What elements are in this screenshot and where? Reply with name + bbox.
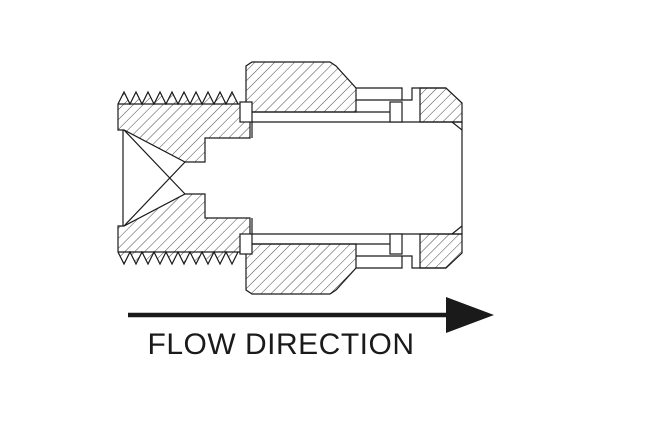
flow-direction-label: FLOW DIRECTION [148, 328, 415, 361]
threaded-end-and-hex-bottom-section [117, 193, 357, 295]
end-cap-section [419, 87, 463, 269]
socket-section [356, 87, 446, 269]
valve-seat-cone [122, 129, 186, 227]
inner-sleeve [239, 101, 462, 255]
thread-root-lines [118, 103, 238, 253]
flow-arrow-head [446, 297, 494, 333]
threaded-end-and-hex-top-section [117, 61, 357, 163]
sleeve-left-flange-top [239, 101, 253, 123]
sleeve-right-flange-top [389, 101, 403, 123]
flow-arrow [128, 297, 494, 333]
sleeve-right-flange-bottom [389, 233, 403, 255]
sleeve-left-flange-bottom [239, 233, 253, 255]
